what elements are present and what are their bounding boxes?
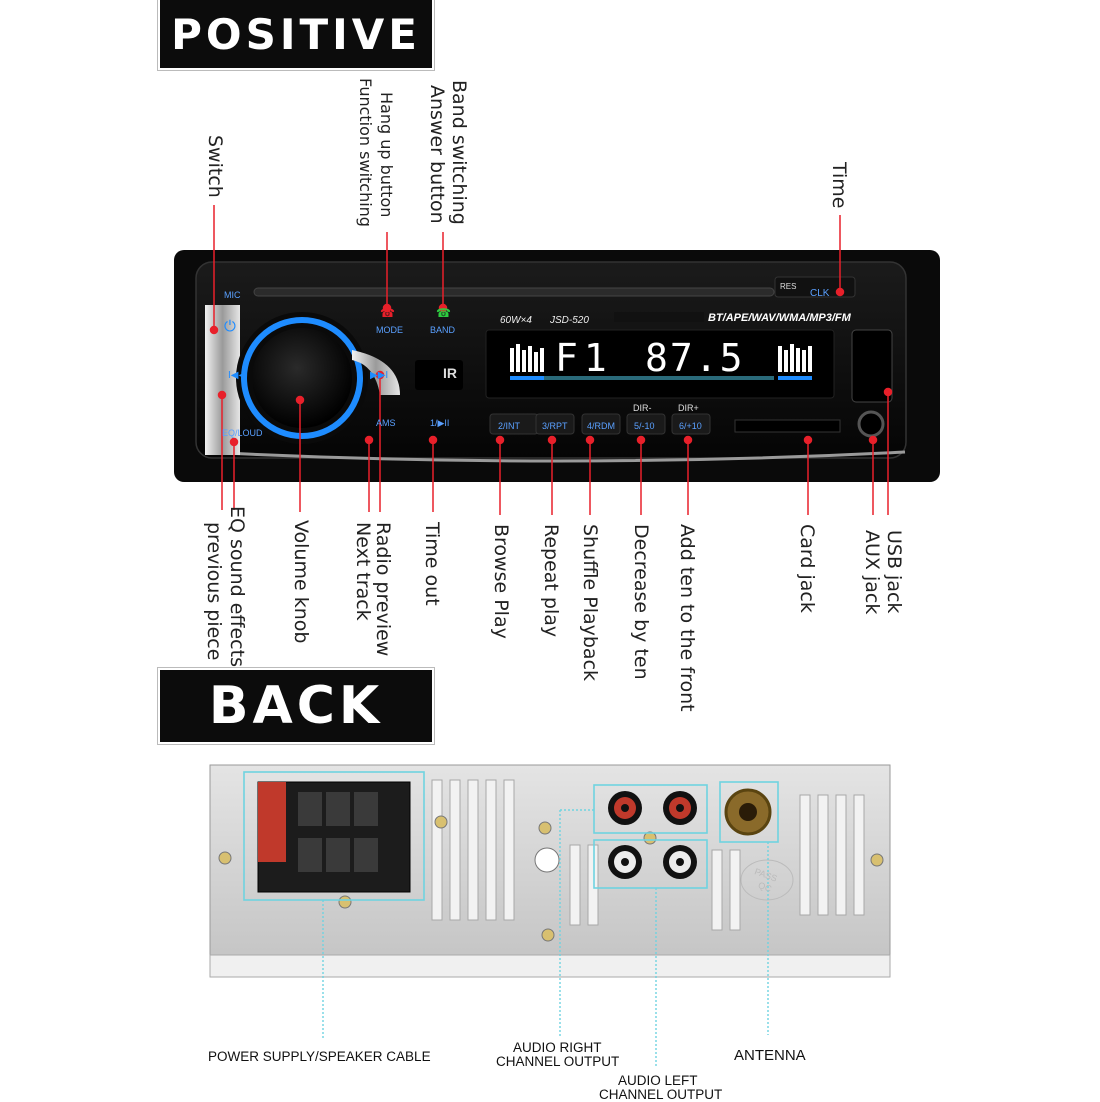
label-hang-up: Hang up button (377, 92, 396, 218)
label-time: Time (828, 162, 850, 209)
mic-label: MIC (224, 290, 241, 300)
label-switch: Switch (204, 135, 226, 198)
preset-6-button[interactable]: 6/+10 (679, 421, 702, 431)
answer-icon: ☎ (436, 306, 451, 320)
eq-loud-button[interactable]: EQ/LOUD (222, 428, 263, 438)
bottom-callouts (217, 370, 893, 515)
formats-label: BT/APE/WAV/WMA/MP3/FM (708, 312, 851, 324)
radio-back (209, 764, 891, 1068)
dir-plus-label: DIR+ (678, 403, 699, 413)
label-usb-jack: USB jack (883, 530, 905, 614)
label-power-supply: POWER SUPPLY/SPEAKER CABLE (208, 1049, 431, 1064)
positive-banner: POSITIVE (160, 0, 432, 68)
next-button[interactable]: ▶▶I (370, 370, 389, 381)
label-volume-knob: Volume knob (290, 520, 312, 644)
power-switch-icon[interactable]: ⏻ (224, 318, 236, 335)
label-eq-sound: EQ sound effects (226, 506, 248, 667)
model-label: JSD-520 (550, 315, 589, 326)
ams-button[interactable]: AMS (376, 418, 396, 428)
label-audio-right-1: AUDIO RIGHT (513, 1040, 602, 1055)
res-button[interactable]: RES (780, 282, 797, 291)
play-pause-button[interactable]: 1/▶II (430, 418, 450, 428)
label-answer-button: Answer button (426, 85, 448, 224)
label-card-jack: Card jack (796, 524, 818, 613)
label-repeat-play: Repeat play (540, 524, 562, 638)
ir-receiver: IR (443, 365, 457, 381)
label-decrease-by-ten: Decrease by ten (630, 524, 652, 680)
label-radio-preview: Radio preview (372, 522, 394, 657)
clk-button[interactable]: CLK (810, 288, 830, 299)
back-banner: BACK (160, 670, 432, 742)
label-function-switching: Function switching (356, 78, 375, 227)
preset-4-button[interactable]: 4/RDM (587, 421, 616, 431)
power-spec: 60W×4 (500, 315, 532, 326)
dir-minus-label: DIR- (633, 403, 652, 413)
preset-3-button[interactable]: 3/RPT (542, 421, 568, 431)
label-audio-right-2: CHANNEL OUTPUT (496, 1054, 620, 1069)
prev-button[interactable]: I◀◀ (228, 370, 247, 381)
preset-5-button[interactable]: 5/-10 (634, 421, 655, 431)
label-previous-piece: previous piece (203, 522, 225, 661)
label-add-ten: Add ten to the front (676, 524, 698, 712)
label-time-out: Time out (421, 522, 443, 606)
radio-front (174, 250, 940, 482)
mode-button[interactable]: MODE (376, 325, 403, 335)
label-audio-left-1: AUDIO LEFT (618, 1073, 698, 1088)
top-callouts (209, 205, 845, 335)
label-next-track: Next track (352, 522, 374, 621)
label-browse-play: Browse Play (490, 524, 512, 639)
label-shuffle-playback: Shuffle Playback (579, 524, 601, 682)
label-band-switching: Band switching (448, 80, 470, 225)
label-aux-jack: AUX jack (861, 530, 883, 615)
display-band: F1 (555, 336, 613, 380)
display-frequency: 87.5 (645, 336, 745, 380)
hang-up-icon: ☎ (380, 306, 395, 320)
label-audio-left-2: CHANNEL OUTPUT (599, 1087, 723, 1102)
band-button[interactable]: BAND (430, 325, 456, 335)
preset-2-button[interactable]: 2/INT (498, 421, 521, 431)
label-antenna: ANTENNA (734, 1047, 806, 1064)
